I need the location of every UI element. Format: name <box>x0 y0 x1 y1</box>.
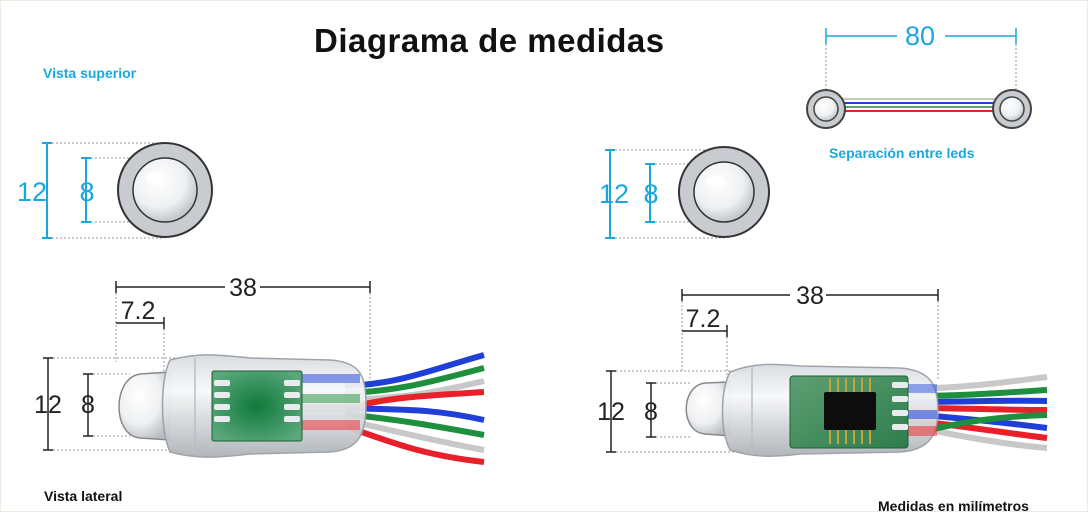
right-body-height: 12 <box>597 398 625 426</box>
left-lens-height: 8 <box>81 391 95 419</box>
left-top-view: 12 8 <box>17 142 213 239</box>
spacing-diagram: 80 <box>806 21 1032 129</box>
units-label: Medidas en milímetros <box>878 498 1029 514</box>
right-top-view: 12 8 <box>599 146 770 239</box>
top-view-label: Vista superior <box>43 65 137 81</box>
right-total-length: 38 <box>796 282 824 310</box>
side-view-label: Vista lateral <box>44 488 123 504</box>
right-outer-diameter: 12 <box>599 179 629 209</box>
left-side-view: 38 7.2 12 8 <box>34 274 485 465</box>
right-inner-diameter: 8 <box>643 179 658 209</box>
left-inner-diameter: 8 <box>79 177 94 207</box>
spacing-label: Separación entre leds <box>829 145 975 161</box>
chip-icon <box>824 392 876 430</box>
left-body-height: 12 <box>34 391 62 419</box>
right-lens-length: 7.2 <box>686 305 721 333</box>
left-total-length: 38 <box>229 274 257 302</box>
right-lens-height: 8 <box>644 398 658 426</box>
left-lens-length: 7.2 <box>121 297 156 325</box>
page-title: Diagrama de medidas <box>314 22 665 59</box>
spacing-value: 80 <box>905 21 935 51</box>
left-outer-diameter: 12 <box>17 177 47 207</box>
right-side-view: 38 7.2 12 8 <box>597 282 1048 457</box>
